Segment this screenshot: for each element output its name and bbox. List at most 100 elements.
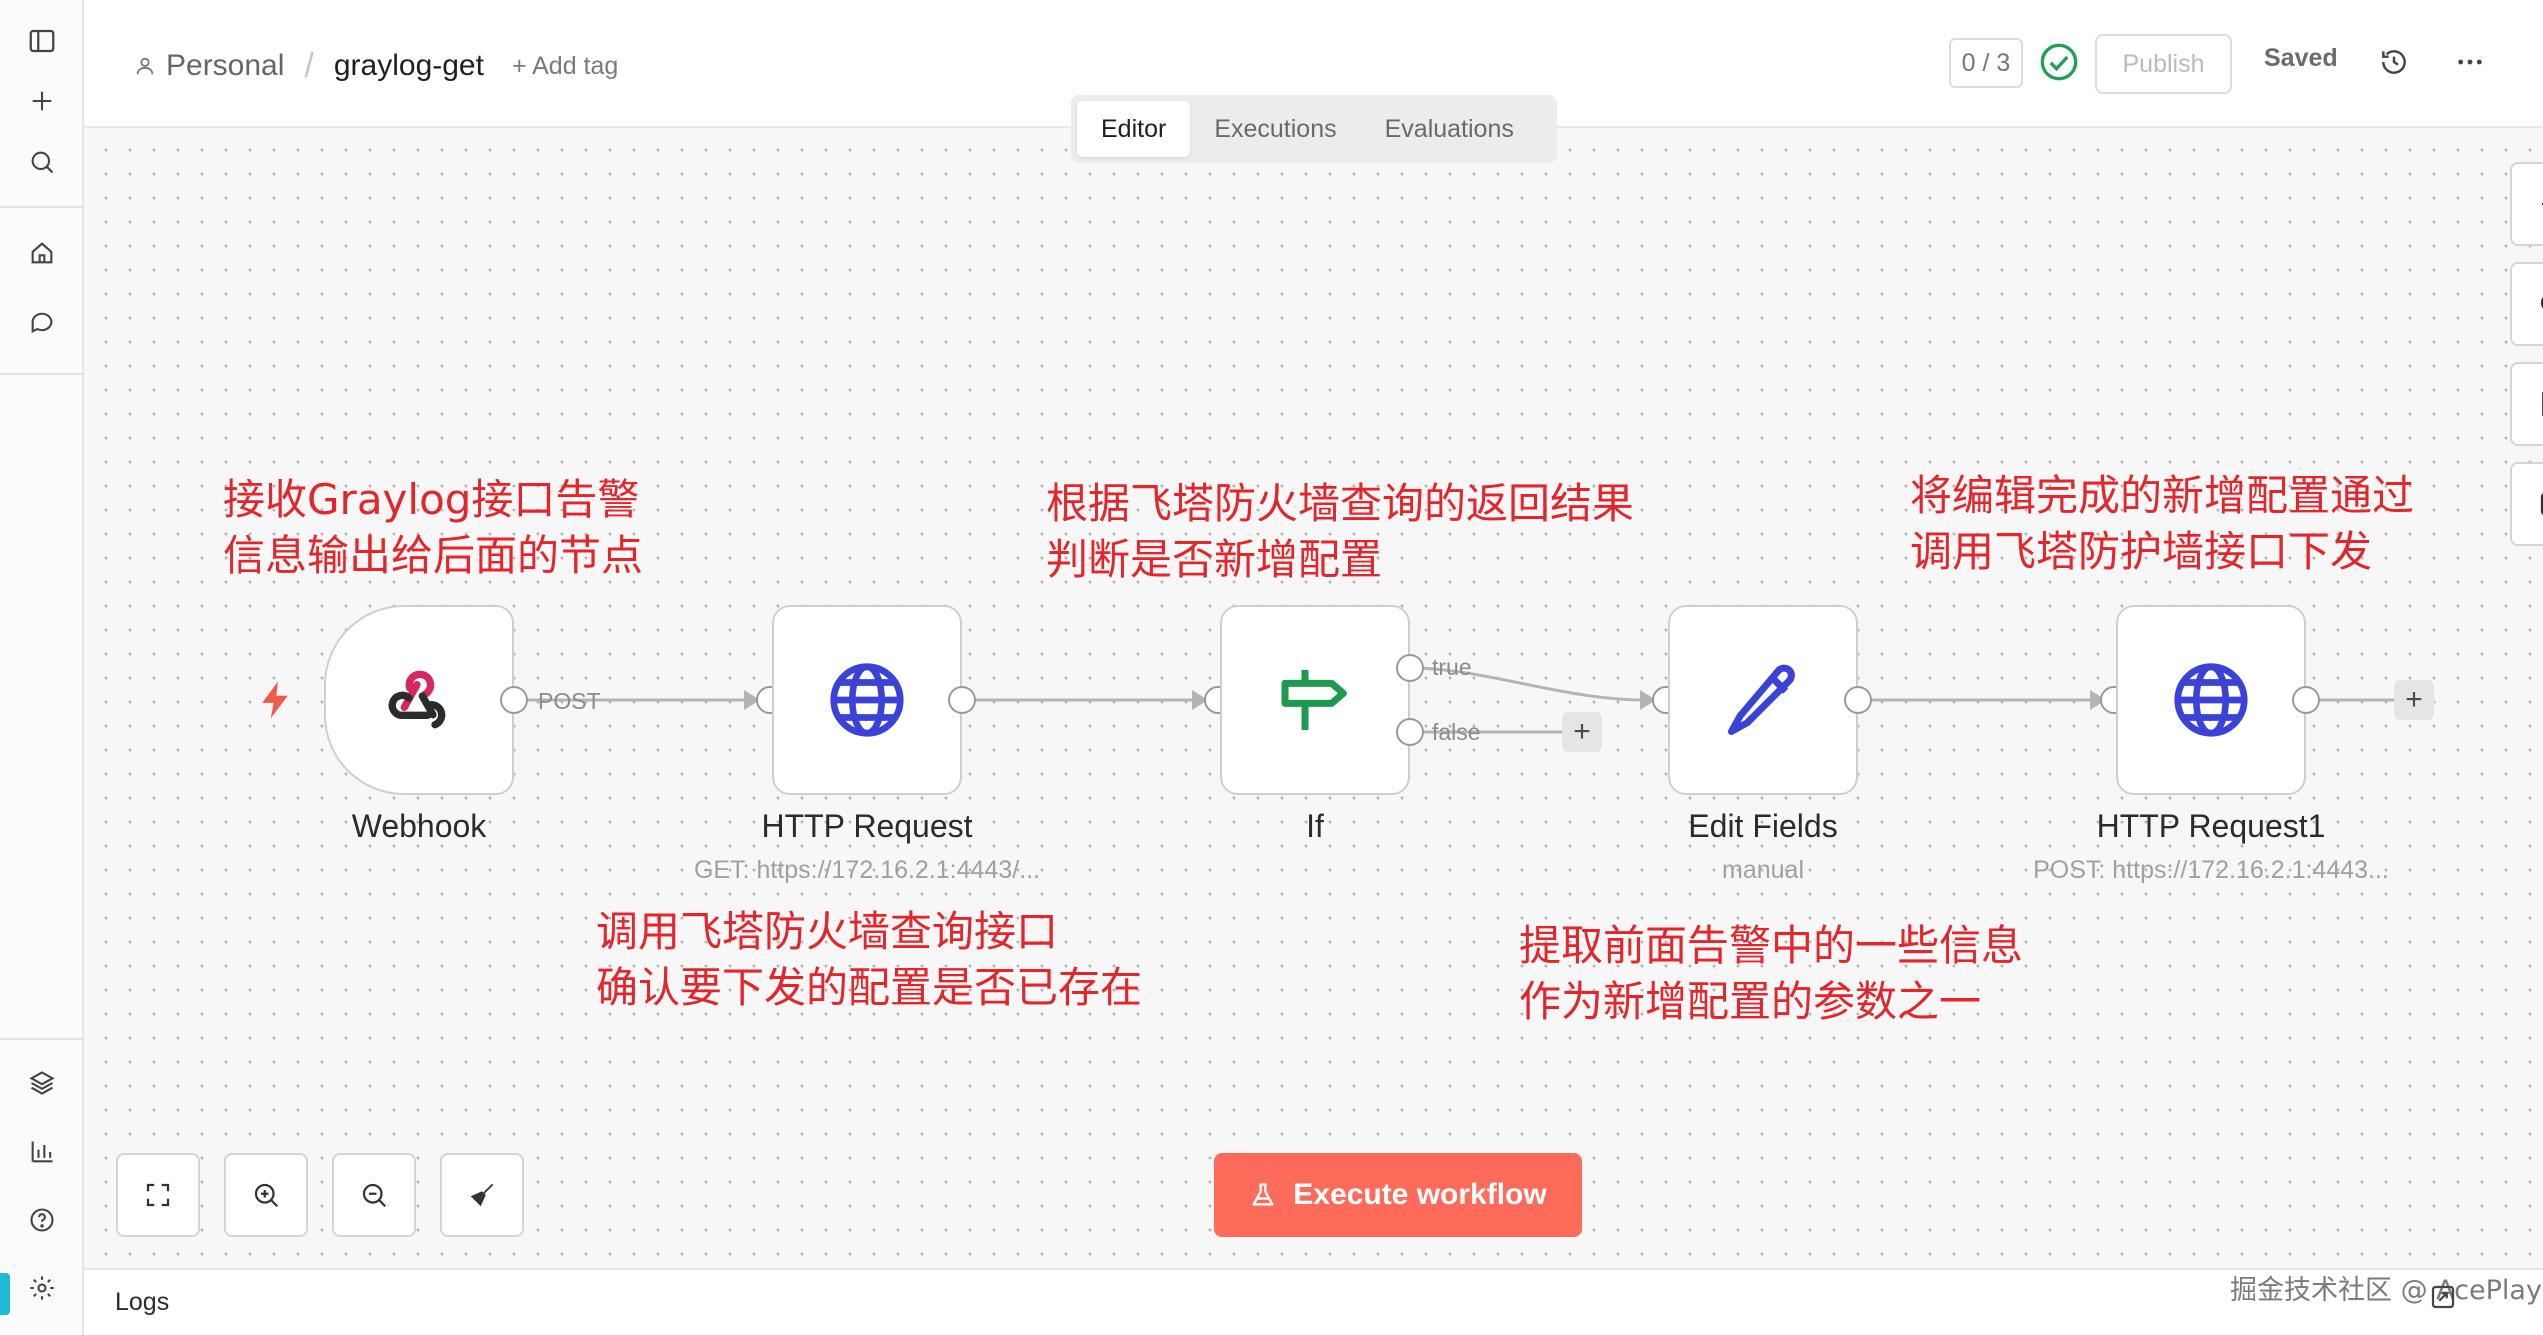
sidebar-divider [0, 1038, 84, 1040]
search-icon [2540, 296, 2543, 309]
node-http-request1[interactable] [2116, 605, 2306, 795]
output-port[interactable] [1844, 686, 1872, 714]
watermark: 掘金技术社区 @ AcePlay [2230, 1275, 2542, 1306]
saved-status: Saved [2264, 44, 2338, 72]
workflow-name[interactable]: graylog-get [333, 49, 484, 82]
success-check-icon [2039, 42, 2079, 87]
globe-icon [830, 663, 904, 737]
zoom-in-icon [254, 1183, 279, 1208]
node-label-if: If [1306, 808, 1324, 844]
broom-icon [470, 1183, 494, 1207]
sidebar-divider [0, 373, 84, 375]
node-http-request[interactable] [772, 605, 962, 795]
output-port[interactable] [500, 686, 528, 714]
annotation-line: 作为新增配置的参数之一 [1519, 977, 1982, 1026]
toggle-panel-button[interactable] [2510, 462, 2543, 546]
zoom-out-icon [362, 1183, 387, 1208]
node-edit-fields[interactable] [1668, 605, 1858, 795]
annotation-line: 接收Graylog接口告警 [223, 475, 640, 524]
node-subtitle-http-request: GET: https://172.16.2.1:4443/... [693, 856, 1041, 884]
breadcrumb: Personal / graylog-get + Add tag [134, 44, 618, 88]
output-port[interactable] [2292, 686, 2320, 714]
trigger-bolt-icon [258, 680, 292, 725]
node-if[interactable] [1220, 605, 1410, 795]
annotation-edit-fields: 提取前面告警中的一些信息 作为新增配置的参数之一 [1519, 918, 2023, 1030]
annotation-if: 根据飞塔防火墙查询的返回结果 判断是否新增配置 [1046, 476, 1634, 588]
panel-icon [2540, 493, 2543, 515]
zoom-in-button[interactable] [224, 1153, 308, 1237]
node-label-webhook: Webhook [351, 808, 487, 844]
left-sidebar [0, 0, 84, 1335]
logs-panel[interactable]: Logs [84, 1268, 2543, 1335]
annotation-line: 判断是否新增配置 [1046, 535, 1383, 584]
sidebar-divider [0, 206, 84, 208]
logs-label: Logs [115, 1288, 170, 1316]
output-port[interactable] [948, 686, 976, 714]
version-counter[interactable]: 0 / 3 [1949, 38, 2023, 88]
globe-icon [2174, 663, 2248, 737]
annotation-http-request1: 将编辑完成的新增配置通过 调用飞塔防护墙接口下发 [1910, 468, 2414, 580]
annotation-line: 信息输出给后面的节点 [223, 531, 644, 580]
settings-icon[interactable] [21, 1267, 63, 1309]
webhook-icon [388, 670, 446, 729]
breadcrumb-separator: / [304, 46, 314, 85]
chat-icon[interactable] [21, 301, 63, 343]
tidy-up-button[interactable] [440, 1153, 524, 1237]
annotation-line: 提取前面告警中的一些信息 [1519, 921, 2024, 970]
annotation-line: 将编辑完成的新增配置通过 [1910, 471, 2415, 520]
workflow-canvas[interactable]: Webhook POST HTTP Request GET: https://1… [84, 128, 2543, 1268]
plus-icon [2542, 202, 2543, 206]
node-label-http-request1: HTTP Request1 [2096, 808, 2326, 844]
pen-icon [1728, 664, 1795, 735]
tab-executions[interactable]: Executions [1214, 114, 1337, 143]
tab-editor[interactable]: Editor [1077, 101, 1191, 157]
edge-label-post: POST [538, 688, 601, 714]
flask-icon [1252, 1183, 1274, 1206]
node-label-http-request: HTTP Request [761, 808, 973, 844]
execute-label: Execute workflow [1293, 1178, 1547, 1211]
add-node-false-button[interactable]: + [1562, 712, 1602, 752]
home-icon[interactable] [21, 232, 63, 274]
node-subtitle-edit-fields: manual [1722, 856, 1804, 884]
connections-layer [514, 666, 2394, 734]
add-node-panel-button[interactable] [2510, 162, 2543, 246]
edge-label-true: true [1432, 654, 1472, 680]
add-tag-button[interactable]: + Add tag [511, 51, 619, 80]
tab-evaluations[interactable]: Evaluations [1384, 114, 1514, 143]
help-icon[interactable] [21, 1199, 63, 1241]
view-tabs: Editor Executions Evaluations [1071, 95, 1557, 163]
search-nodes-button[interactable] [2510, 262, 2543, 346]
signpost-icon [1281, 670, 1347, 730]
publish-button[interactable]: Publish [2095, 34, 2232, 94]
search-icon[interactable] [21, 141, 63, 183]
active-indicator [0, 1273, 10, 1315]
annotation-line: 确认要下发的配置是否已存在 [596, 963, 1143, 1012]
sticky-note-icon [2542, 391, 2543, 417]
breadcrumb-owner[interactable]: Personal [134, 49, 284, 83]
edge-label-false: false [1432, 719, 1481, 745]
zoom-out-button[interactable] [332, 1153, 416, 1237]
toggle-sidebar-icon[interactable] [21, 20, 63, 62]
annotation-line: 调用飞塔防护墙接口下发 [1910, 527, 2373, 576]
annotation-webhook: 接收Graylog接口告警 信息输出给后面的节点 [223, 472, 643, 584]
node-subtitle-http-request1: POST: https://172.16.2.1:4443... [2033, 856, 2389, 884]
node-webhook[interactable] [324, 605, 514, 795]
annotation-line: 根据飞塔防火墙查询的返回结果 [1046, 479, 1635, 528]
more-options-icon[interactable] [2454, 46, 2486, 83]
output-port-false[interactable] [1396, 718, 1424, 746]
output-port-true[interactable] [1396, 654, 1424, 682]
fit-view-button[interactable] [116, 1153, 200, 1237]
execute-workflow-button[interactable]: Execute workflow [1214, 1153, 1582, 1237]
templates-icon[interactable] [21, 1062, 63, 1104]
add-node-button[interactable]: + [2394, 680, 2434, 720]
annotation-line: 调用飞塔防火墙查询接口 [596, 907, 1059, 956]
fit-view-icon [146, 1183, 170, 1207]
owner-label: Personal [166, 49, 285, 82]
expand-logs-icon[interactable] [2428, 1282, 2458, 1317]
insights-icon[interactable] [21, 1131, 63, 1173]
add-icon[interactable] [21, 80, 63, 122]
history-icon[interactable] [2378, 46, 2410, 83]
sticky-note-button[interactable] [2510, 362, 2543, 446]
user-icon [136, 57, 154, 75]
node-label-edit-fields: Edit Fields [1688, 808, 1838, 844]
